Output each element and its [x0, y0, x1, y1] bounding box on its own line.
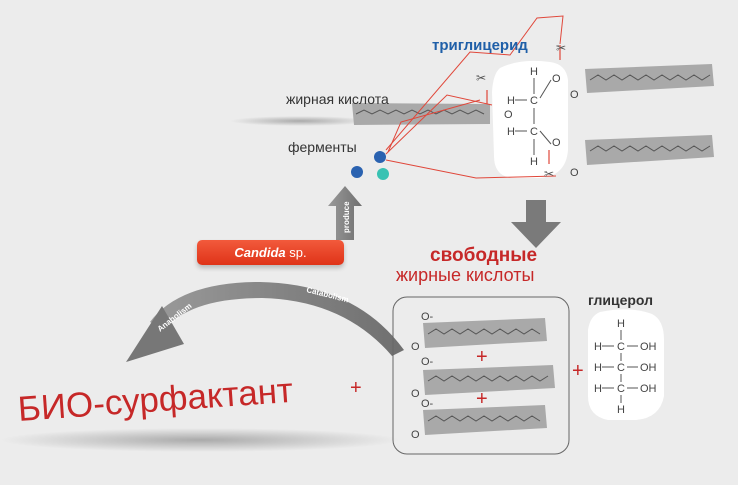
- atom-oh: OH: [640, 341, 657, 353]
- chain-top: [585, 64, 714, 93]
- free-fatty-acids-title-line1: свободные: [430, 245, 538, 266]
- carboxyl-o-minus: O-: [421, 311, 434, 323]
- atom-h: H: [617, 318, 625, 330]
- atom-c: C: [530, 126, 538, 138]
- atom-o: O: [552, 73, 561, 85]
- free-chain-1: [423, 318, 547, 348]
- triglyceride-label: триглицерид: [432, 37, 528, 54]
- reaction-down-arrow: [511, 200, 561, 248]
- candida-badge: Candida sp.: [197, 240, 344, 265]
- atom-o: O: [570, 89, 579, 101]
- atom-h: H: [530, 66, 538, 78]
- plus-sign: +: [572, 360, 584, 382]
- atom-c: C: [530, 95, 538, 107]
- chain-bottom-zigzag: [589, 145, 711, 152]
- surfactant-shadow: [0, 428, 400, 452]
- chain-middle-zigzag: [355, 109, 485, 115]
- atom-h: H: [594, 383, 602, 395]
- candida-name: Candida: [234, 245, 286, 260]
- chain-top-zigzag: [589, 74, 711, 81]
- free-chain-2-zigzag: [427, 375, 549, 382]
- atom-h: H: [594, 341, 602, 353]
- bond: [539, 79, 552, 99]
- produce-arrow: produce: [328, 186, 362, 240]
- glycerol-backbone: [588, 309, 664, 420]
- atom-h: H: [617, 404, 625, 416]
- fatty-acid-shadow: [230, 116, 370, 126]
- atom-h: H: [530, 156, 538, 168]
- enzyme-action-lines: [385, 15, 564, 179]
- atom-c: C: [617, 362, 625, 374]
- atom-oh: OH: [640, 362, 657, 374]
- bond: [539, 130, 552, 145]
- carboxyl-o-minus: O-: [421, 398, 434, 410]
- atom-o: O: [570, 167, 579, 179]
- free-fatty-acids-box: [392, 296, 570, 455]
- free-chain-3-zigzag: [427, 415, 541, 422]
- free-chain-1-zigzag: [427, 328, 541, 335]
- free-chain-2: [423, 365, 555, 395]
- free-chain-3: [423, 405, 547, 435]
- candida-suffix: sp.: [285, 245, 307, 260]
- carboxyl-o: O: [411, 341, 420, 353]
- plus-sign: +: [476, 346, 488, 368]
- action-line-middle: [385, 94, 493, 155]
- atom-h: H: [507, 95, 515, 107]
- atom-o: O: [552, 137, 561, 149]
- triglyceride-structure: H H C H C H O O O O O: [504, 66, 579, 179]
- carboxyl-o-minus: O-: [421, 356, 434, 368]
- plus-sign: +: [350, 377, 362, 399]
- metabolism-arrow: Catabolism Anabolism: [126, 282, 404, 362]
- atom-c: C: [617, 383, 625, 395]
- enzyme-dot-blue: [374, 151, 386, 163]
- atom-o: O: [504, 109, 513, 121]
- action-line-top: [385, 15, 564, 151]
- action-line-fa: [387, 99, 481, 153]
- scissors-icon: ✂: [544, 167, 554, 181]
- atom-c: C: [617, 341, 625, 353]
- free-fatty-acids-title-line2: жирные кислоты: [396, 265, 535, 285]
- atom-oh: OH: [640, 383, 657, 395]
- action-line-bottom: [385, 159, 557, 179]
- produce-label: produce: [342, 201, 351, 233]
- chain-bottom: [585, 135, 714, 165]
- enzyme-dot-teal: [377, 168, 389, 180]
- free-fatty-acid-chains: O- O O- O O- O: [411, 311, 555, 441]
- enzyme-dot-blue: [351, 166, 363, 178]
- carboxyl-o: O: [411, 388, 420, 400]
- fatty-acid-label: жирная кислота: [286, 91, 389, 107]
- glycerol-structure: H H C OH H C OH H C OH H: [594, 318, 657, 416]
- triglyceride-chains: [352, 64, 714, 165]
- enzymes-label: ферменты: [288, 139, 357, 155]
- scissors-icon: ✂: [556, 41, 566, 55]
- atom-h: H: [594, 362, 602, 374]
- triglyceride-backbone: [492, 60, 568, 178]
- plus-sign: +: [476, 388, 488, 410]
- scissors-icon: ✂: [476, 71, 486, 85]
- atom-h: H: [507, 126, 515, 138]
- glycerol-label: глицерол: [588, 292, 654, 308]
- carboxyl-o: O: [411, 429, 420, 441]
